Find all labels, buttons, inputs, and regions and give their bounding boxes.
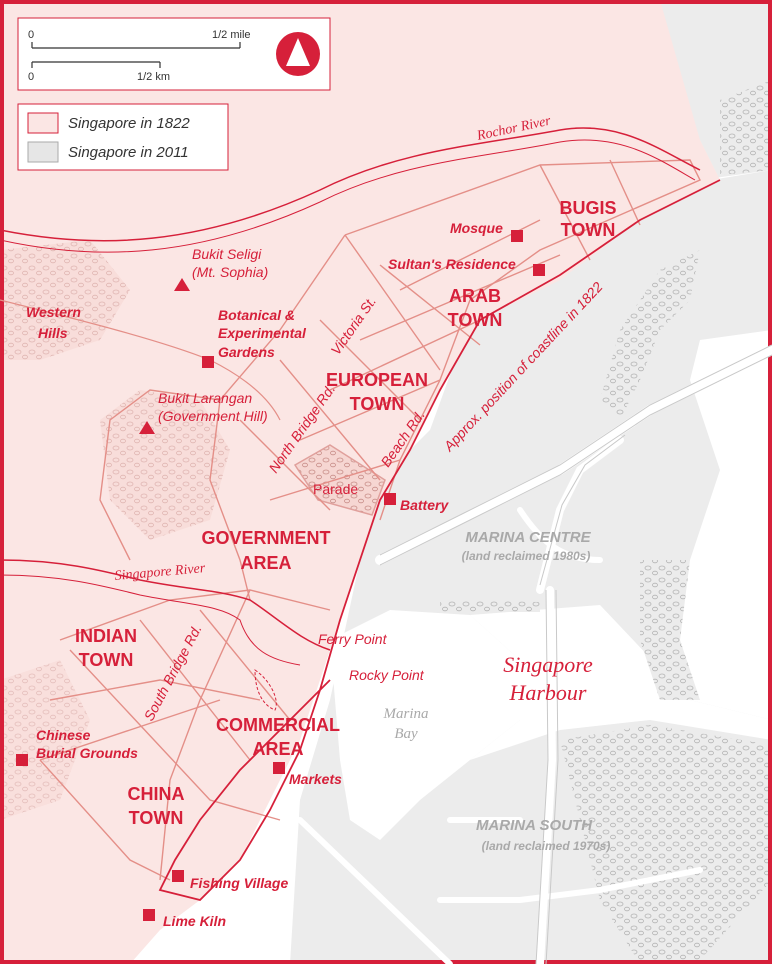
mosque-marker-icon [511, 230, 523, 242]
roads-2011 [297, 345, 772, 964]
bukit-seligi-label: Bukit Seligi [192, 246, 262, 262]
fishing-village-marker-icon [172, 870, 184, 882]
scale-km-start: 0 [28, 71, 34, 83]
mosque-label: Mosque [450, 220, 503, 236]
legend-label-2011: Singapore in 2011 [68, 144, 189, 161]
sultans-residence-label: Sultan's Residence [388, 256, 516, 272]
marina-south-note: (land reclaimed 1970s) [482, 839, 611, 853]
china-town-label: TOWN [129, 808, 184, 828]
legend-swatch-1822 [27, 112, 59, 134]
european-town-label: TOWN [350, 394, 405, 414]
china-town-label: CHINA [128, 784, 185, 804]
hill-track [0, 299, 281, 421]
street-grid-1822 [39, 159, 701, 881]
chinese-burial-marker-icon [16, 754, 28, 766]
indian-town-label: INDIAN [75, 626, 137, 646]
marina-centre-note: (land reclaimed 1980s) [462, 549, 591, 563]
sultans-residence-marker-icon [533, 264, 545, 276]
commercial-area-label: COMMERCIAL [216, 715, 340, 735]
rochor-river-bank [0, 139, 696, 253]
battery-label: Battery [400, 497, 449, 513]
coastline-1822 [158, 179, 721, 901]
legend-swatch-2011 [27, 141, 59, 163]
shore-texture [640, 560, 700, 700]
marina-bay-label: Marina [383, 706, 429, 722]
ferry-point-label: Ferry Point [318, 631, 388, 647]
marina-bay-label: Bay [394, 726, 418, 742]
shore-texture [600, 250, 700, 420]
arab-town-label: TOWN [448, 310, 503, 330]
rochor-river [0, 127, 701, 242]
lime-kiln-label: Lime Kiln [163, 913, 226, 929]
government-area-label: GOVERNMENT [201, 528, 330, 548]
bukit-seligi-hill-icon [174, 278, 190, 291]
singapore-river [0, 559, 331, 651]
roads-2011-outline [379, 344, 772, 964]
parade-label: Parade [313, 481, 358, 497]
singapore-harbour-label: Harbour [508, 680, 586, 705]
harbour-channel [470, 605, 772, 760]
shore-texture [560, 725, 772, 964]
bukit-larangan-hill-icon [139, 421, 155, 434]
kallang-basin [660, 330, 772, 720]
botanical-gardens-label: Botanical & [218, 307, 295, 323]
markets-marker-icon [273, 762, 285, 774]
district-labels: BUGIS TOWN ARAB TOWN EUROPEAN TOWN GOVER… [75, 198, 617, 828]
bukit-larangan-label: (Government Hill) [158, 408, 268, 424]
bukit-larangan-label: Bukit Larangan [158, 390, 252, 406]
rocky-point-label: Rocky Point [349, 667, 425, 683]
battery-marker-icon [384, 493, 396, 505]
scale-mile-start: 0 [28, 29, 34, 41]
chinese-burial-label: Chinese [36, 727, 91, 743]
shore-texture [720, 80, 772, 175]
arab-town-label: ARAB [449, 286, 501, 306]
singapore-river-bank [0, 574, 301, 666]
commercial-area-label: AREA [252, 739, 303, 759]
indian-town-label: TOWN [79, 650, 134, 670]
government-area-label: AREA [240, 553, 291, 573]
bugis-town-label: TOWN [561, 220, 616, 240]
chinese-burial-label: Burial Grounds [36, 745, 138, 761]
river-island [254, 669, 277, 711]
bukit-seligi-label: (Mt. Sophia) [192, 264, 268, 280]
botanical-gardens-label: Experimental [218, 325, 307, 341]
shore-texture [440, 600, 540, 612]
north-arrow-triangle [286, 38, 310, 66]
landmark-markers [16, 230, 545, 921]
singapore-harbour-label: Singapore [503, 652, 593, 677]
bugis-town-label: BUGIS [559, 198, 616, 218]
fishing-village-label: Fishing Village [190, 875, 288, 891]
marina-bay [330, 610, 520, 840]
marina-south-label: MARINA SOUTH [476, 817, 593, 834]
hill-texture [100, 390, 230, 540]
botanical-gardens-label: Gardens [218, 344, 275, 360]
hill-texture [0, 240, 130, 360]
western-hills-label: Hills [38, 325, 68, 341]
european-town-label: EUROPEAN [326, 370, 428, 390]
hill-texture [0, 660, 90, 820]
marina-centre-label: MARINA CENTRE [465, 529, 591, 546]
legend-label-1822: Singapore in 1822 [68, 115, 190, 132]
western-hills-label: Western [26, 304, 81, 320]
scale-km-end: 1/2 km [137, 71, 170, 83]
lime-kiln-marker-icon [143, 909, 155, 921]
botanical-gardens-marker-icon [202, 356, 214, 368]
scale-mile-end: 1/2 mile [212, 29, 251, 41]
markets-label: Markets [289, 771, 342, 787]
